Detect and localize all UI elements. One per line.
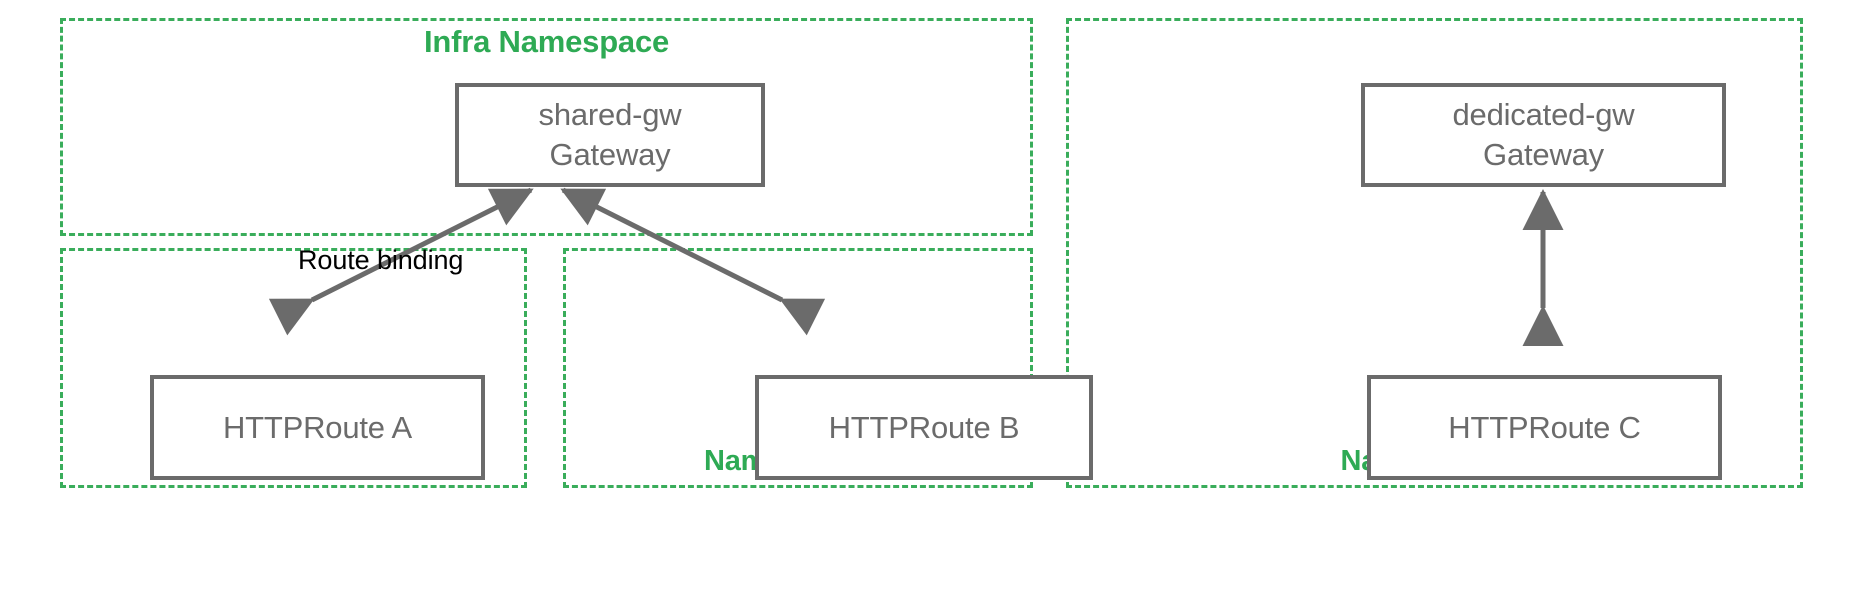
node-httproute-b[interactable]: HTTPRoute B xyxy=(755,375,1093,480)
edge-label-route-binding: Route binding xyxy=(298,245,464,275)
namespace-label-infra: Infra Namespace xyxy=(423,24,670,59)
node-dedicated-gw-gateway[interactable]: dedicated-gw Gateway xyxy=(1361,83,1726,187)
node-shared-gw-gateway[interactable]: shared-gw Gateway xyxy=(455,83,765,187)
namespace-box-infra xyxy=(60,18,1033,236)
node-httproute-a[interactable]: HTTPRoute A xyxy=(150,375,485,480)
node-httproute-c[interactable]: HTTPRoute C xyxy=(1367,375,1722,480)
namespace-box-c xyxy=(1066,18,1803,488)
